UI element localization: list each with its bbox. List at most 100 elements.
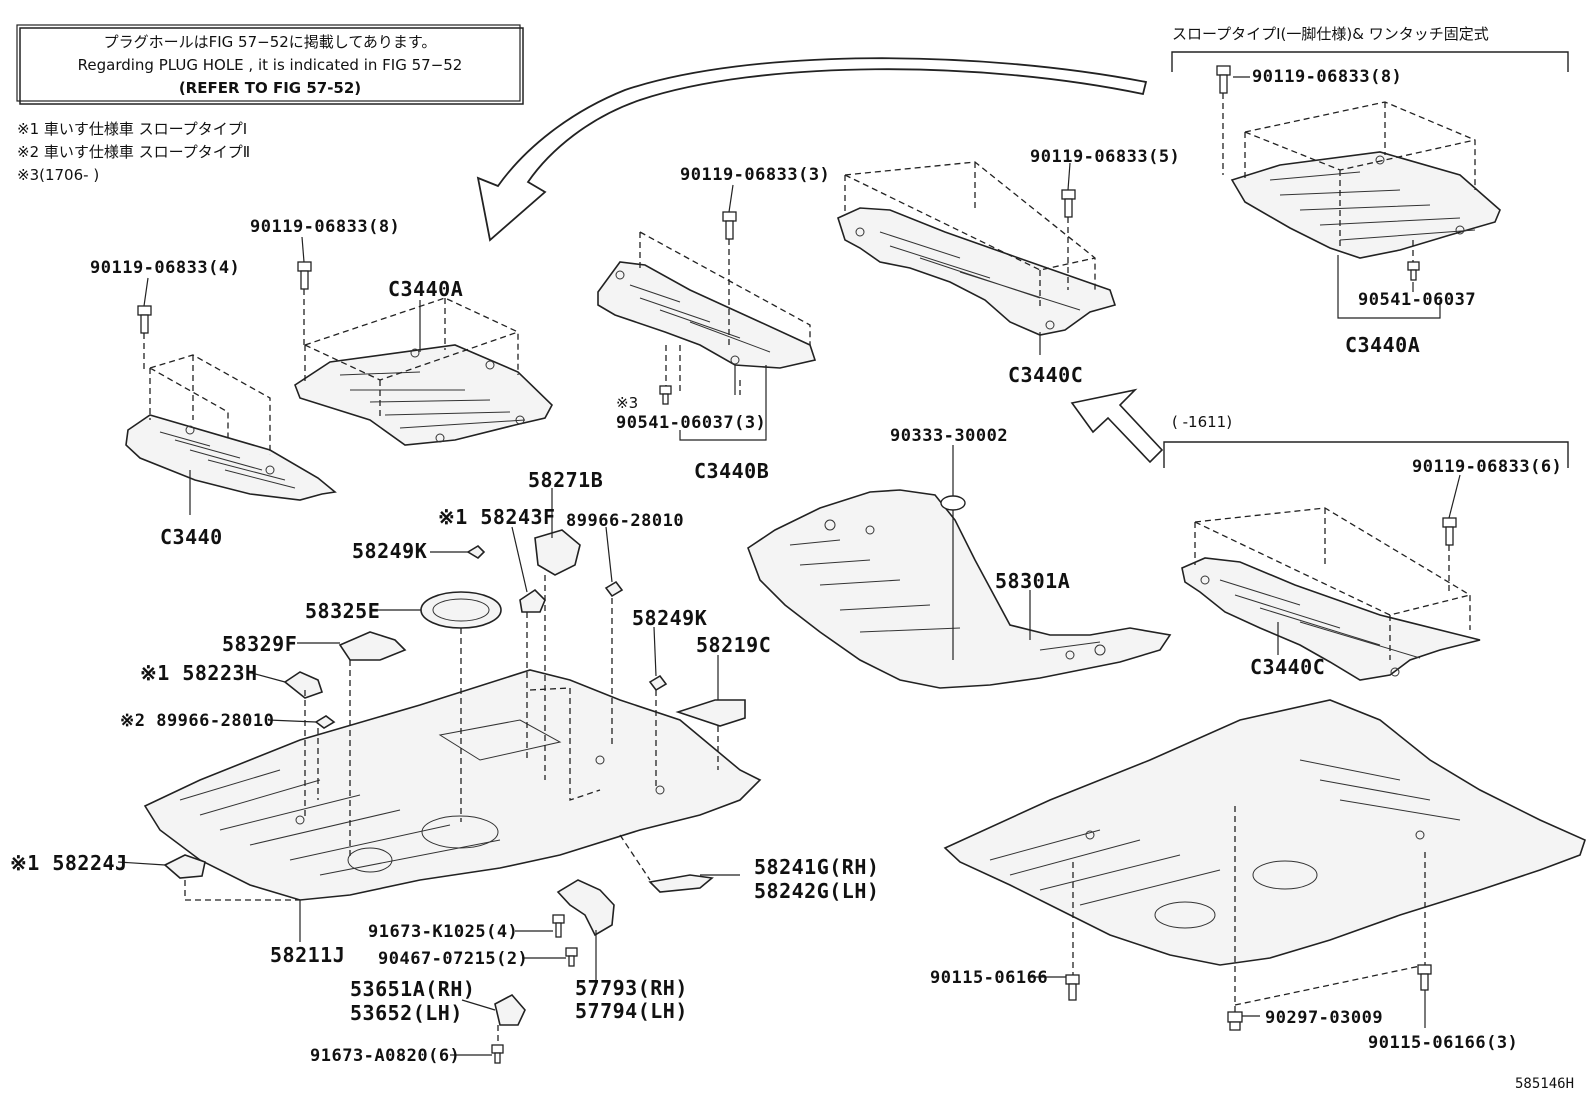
- label-89966-left: ※2 89966-28010: [120, 711, 274, 731]
- label-58325e: 58325E: [305, 599, 380, 623]
- part-58211j[interactable]: [143, 669, 762, 901]
- label-57794: 57794(LH): [575, 999, 688, 1023]
- notice-line3: (REFER TO FIG 57-52): [179, 79, 361, 97]
- label-58249k-a: 58249K: [352, 539, 427, 563]
- label-91673-a0820: 91673-A0820(6): [310, 1046, 460, 1066]
- label-90541-right: 90541-06037: [1358, 290, 1476, 310]
- part-89966-left[interactable]: [314, 715, 336, 729]
- direction-arrow-large: [476, 57, 1148, 242]
- label-c3440a-right: C3440A: [1345, 333, 1420, 357]
- label-90119-4: 90119-06833(4): [90, 258, 240, 278]
- bolt-90467[interactable]: [565, 947, 578, 967]
- bolt-90119-8-left[interactable]: [297, 261, 312, 345]
- part-89966-top[interactable]: [604, 580, 624, 598]
- part-c3440b[interactable]: [597, 261, 817, 369]
- c3440c-right-assembly-dashes: [1194, 507, 1471, 660]
- label-c3440c-right: C3440C: [1250, 655, 1325, 679]
- notice-box: プラグホールはFIG 57−52に掲載してあります。 Regarding PLU…: [16, 24, 524, 105]
- label-note3-mark: ※3: [616, 394, 638, 412]
- part-58329f[interactable]: [338, 631, 407, 661]
- label-58271b: 58271B: [528, 468, 603, 492]
- part-58219c[interactable]: [675, 699, 746, 727]
- part-rear-floor-right[interactable]: [943, 699, 1586, 966]
- label-58301a: 58301A: [995, 569, 1070, 593]
- footnote-2: ※2 車いす仕様車 スロープタイプⅡ: [17, 143, 250, 161]
- label-53651a: 53651A(RH): [350, 977, 475, 1001]
- variant-header-slope1: スロープタイプⅠ(一脚仕様)& ワンタッチ固定式: [1172, 25, 1489, 43]
- part-53651a[interactable]: [494, 993, 526, 1026]
- part-c3440a-right[interactable]: [1230, 151, 1501, 259]
- part-c3440a-left[interactable]: [294, 344, 553, 446]
- bolt-90541-3[interactable]: [659, 345, 672, 405]
- label-91673-k1025: 91673-K1025(4): [368, 922, 518, 942]
- bolt-90119-4[interactable]: [137, 305, 152, 370]
- label-90115-3: 90115-06166(3): [1368, 1033, 1518, 1053]
- leader-lines: [117, 76, 1461, 1056]
- variant-bracket-slope1: スロープタイプⅠ(一脚仕様)& ワンタッチ固定式: [1171, 25, 1569, 72]
- c3440c-mid-assembly-dashes: [844, 161, 1096, 310]
- c3440-assembly-dashes: [149, 354, 271, 455]
- c3440b-assembly-dashes: [639, 231, 811, 395]
- label-58224j: ※1 58224J: [10, 851, 128, 875]
- part-c3440c-mid[interactable]: [837, 207, 1117, 336]
- bolt-90119-8-right[interactable]: [1216, 65, 1231, 175]
- footnotes: ※1 車いす仕様車 スロープタイプⅠ ※2 車いす仕様車 スロープタイプⅡ ※3…: [17, 120, 250, 184]
- label-c3440b: C3440B: [694, 459, 769, 483]
- label-90119-5: 90119-06833(5): [1030, 147, 1180, 167]
- part-57793[interactable]: [556, 879, 615, 937]
- label-58211j: 58211J: [270, 943, 345, 967]
- label-90119-8-left: 90119-06833(8): [250, 217, 400, 237]
- c3440a-left-assembly-dashes: [304, 297, 519, 420]
- label-90541-3: 90541-06037(3): [616, 413, 766, 433]
- label-53652: 53652(LH): [350, 1001, 463, 1025]
- part-58271b[interactable]: [534, 529, 581, 576]
- part-58224j[interactable]: [163, 854, 206, 879]
- figure-id: 585146H: [1515, 1076, 1574, 1092]
- direction-arrow-small: [1070, 388, 1164, 464]
- bolt-90297[interactable]: [1227, 1011, 1243, 1031]
- plug-90333[interactable]: [940, 495, 966, 511]
- bolt-90541-right[interactable]: [1407, 240, 1420, 281]
- part-58223h[interactable]: [283, 671, 324, 699]
- part-58301a[interactable]: [747, 489, 1172, 689]
- label-57793: 57793(RH): [575, 976, 688, 1000]
- rear-floor-right-assembly-dashes: [1072, 806, 1426, 1012]
- label-58241g: 58241G(RH): [754, 855, 879, 879]
- 58211j-assembly-dashes: [184, 575, 719, 901]
- bolt-90115[interactable]: [1065, 974, 1080, 1001]
- label-c3440: C3440: [160, 525, 223, 549]
- part-labels: 90119-06833(8) 90119-06833(4) C3440A C34…: [10, 67, 1574, 1092]
- bolt-90115-3[interactable]: [1417, 964, 1432, 991]
- bolt-90119-6[interactable]: [1442, 517, 1457, 595]
- label-90119-6: 90119-06833(6): [1412, 457, 1562, 477]
- label-58243f: ※1 58243F: [438, 505, 556, 529]
- label-90467: 90467-07215(2): [378, 949, 528, 969]
- label-58242g: 58242G(LH): [754, 879, 879, 903]
- part-58241g[interactable]: [648, 874, 714, 893]
- label-90333: 90333-30002: [890, 426, 1008, 446]
- variant-bracket-date: ( -1611): [1163, 413, 1569, 468]
- label-c3440a-left: C3440A: [388, 277, 463, 301]
- part-58249k-b[interactable]: [648, 674, 668, 692]
- label-58219c: 58219C: [696, 633, 771, 657]
- footnote-3: ※3(1706- ): [17, 166, 99, 184]
- bolt-91673-a0820[interactable]: [491, 1025, 504, 1064]
- footnote-1: ※1 車いす仕様車 スロープタイプⅠ: [17, 120, 247, 138]
- label-58249k-b: 58249K: [632, 606, 707, 630]
- notice-line2: Regarding PLUG HOLE , it is indicated in…: [78, 56, 463, 74]
- label-90119-8-right: 90119-06833(8): [1252, 67, 1402, 87]
- part-c3440[interactable]: [125, 414, 337, 501]
- label-90297: 90297-03009: [1265, 1008, 1383, 1028]
- label-90119-3: 90119-06833(3): [680, 165, 830, 185]
- c3440a-right-assembly-dashes: [1244, 101, 1476, 250]
- variant-header-date: ( -1611): [1172, 413, 1232, 431]
- label-58329f: 58329F: [222, 632, 297, 656]
- notice-line1: プラグホールはFIG 57−52に掲載してあります。: [104, 33, 437, 51]
- part-c3440c-right[interactable]: [1181, 557, 1481, 681]
- part-58325e[interactable]: [420, 591, 502, 629]
- part-58243f[interactable]: [519, 588, 546, 613]
- bolt-91673-k1025[interactable]: [552, 914, 565, 938]
- label-89966-top: 89966-28010: [566, 511, 684, 531]
- part-58249k-a[interactable]: [466, 544, 486, 560]
